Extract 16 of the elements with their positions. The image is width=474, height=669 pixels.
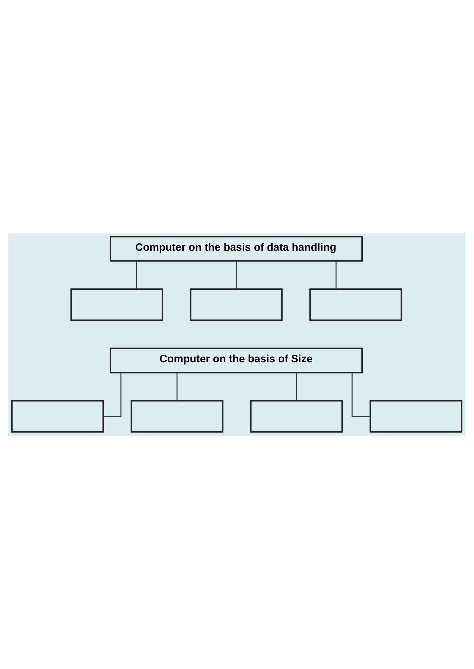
node-box: [250, 400, 344, 433]
node-box: [310, 288, 402, 322]
node-box: Computer on the basis of data handling: [110, 236, 364, 262]
node-box: [11, 400, 104, 433]
connector: [352, 372, 371, 418]
node-box: [70, 288, 164, 322]
connector: [136, 260, 138, 290]
node-box: [130, 400, 224, 433]
connector: [296, 372, 298, 402]
connector: [236, 260, 237, 290]
connector: [103, 372, 122, 418]
node-box: [370, 400, 463, 433]
node-box: [190, 288, 283, 322]
connector: [176, 372, 178, 402]
connector: [336, 260, 337, 290]
node-box: Computer on the basis of Size: [110, 348, 364, 374]
